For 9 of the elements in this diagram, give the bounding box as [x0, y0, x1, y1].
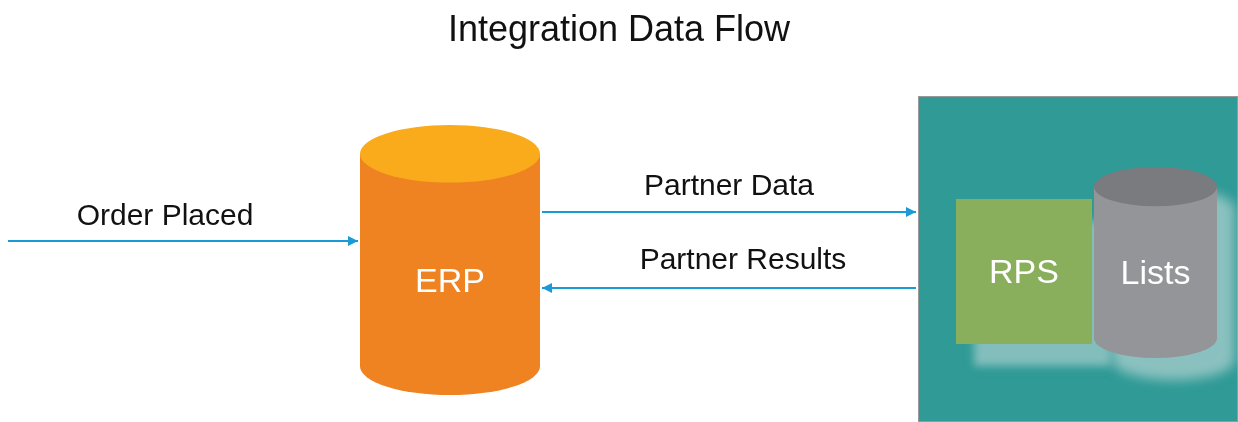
- arrow: [541, 283, 917, 293]
- arrow: [541, 207, 917, 217]
- diagram-title: Integration Data Flow: [446, 8, 792, 50]
- process-box: [956, 199, 1092, 344]
- arrow: [7, 236, 359, 246]
- node-label: RPS: [989, 252, 1059, 291]
- node-label: Lists: [1120, 253, 1191, 292]
- node-label: ERP: [415, 260, 485, 300]
- panel: [918, 96, 1238, 422]
